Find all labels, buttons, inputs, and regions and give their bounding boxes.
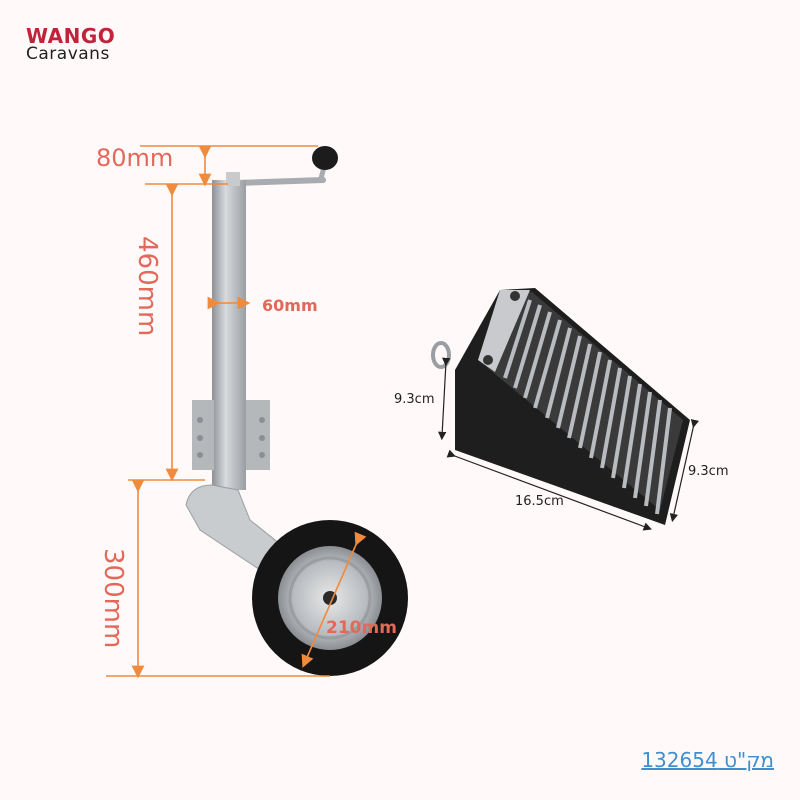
dim-tube-diameter: 60mm — [262, 296, 318, 315]
dim-chock-height-right: 9.3cm — [688, 464, 729, 479]
jockey-wheel-image — [185, 146, 408, 676]
brand-logo-caravans: Caravans — [26, 44, 110, 64]
dim-handle-height: 80mm — [96, 144, 174, 172]
chock-dimension-lines — [438, 357, 700, 531]
sku-link[interactable]: מק"ט 132654 — [641, 748, 774, 772]
dim-tube-length: 460mm — [132, 236, 162, 337]
dim-wheel-height: 300mm — [98, 548, 128, 649]
dim-chock-height-left: 9.3cm — [394, 392, 435, 407]
jockey-dimension-lines — [106, 145, 367, 679]
dim-chock-length: 16.5cm — [515, 494, 564, 509]
wheel-chock-image — [431, 288, 690, 525]
dim-wheel-diameter: 210mm — [326, 618, 397, 638]
sku-text: מק"ט 132654 — [641, 748, 774, 772]
brand-logo-wango: WANGO — [26, 24, 116, 48]
